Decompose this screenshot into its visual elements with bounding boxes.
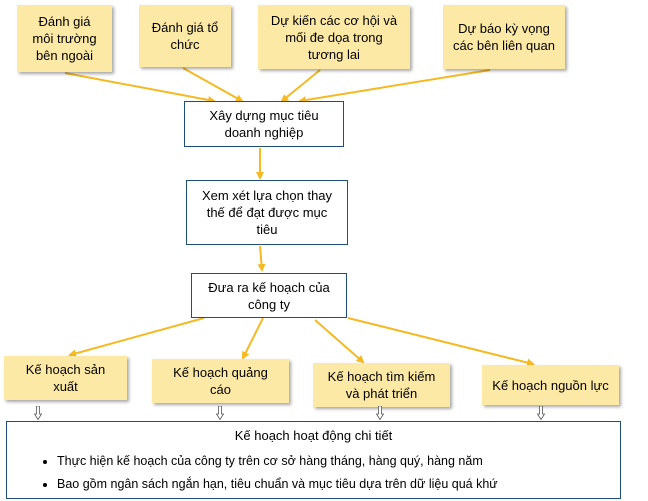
detailed-operating-plan-box: Kế hoạch hoạt động chi tiết Thực hiện kế…: [6, 421, 621, 499]
opportunities-threats-box: Dự kiến các cơ hội và mối đe dọa trong t…: [258, 5, 410, 69]
organization-assessment-box: Đánh giá tổ chức: [139, 5, 231, 67]
detail-bullet-item: Thực hiện kế hoạch của công ty trên cơ s…: [57, 453, 498, 470]
external-assessment-label: Đánh giá môi trường bên ngoài: [32, 14, 97, 63]
arrow-external-to-goals: [64, 72, 216, 104]
external-assessment-box: Đánh giá môi trường bên ngoài: [17, 5, 112, 72]
company-plan-label: Đưa ra kế hoạch của công ty: [208, 279, 330, 312]
arrow-stakeholders-to-goals: [298, 69, 491, 104]
research-plan-label: Kế hoạch tìm kiếm và phát triển: [327, 369, 436, 401]
opportunities-threats-label: Dự kiến các cơ hội và mối đe dọa trong t…: [270, 12, 398, 62]
alternatives-box: Xem xét lựa chọn thay thế để đạt được mụ…: [186, 180, 348, 245]
arrow-plan-to-advertising: [242, 317, 264, 360]
arrow-alternatives-to-plan: [257, 245, 266, 272]
company-plan-box: Đưa ra kế hoạch của công ty: [191, 273, 347, 318]
production-plan-box: Kế hoạch sản xuất: [4, 356, 127, 400]
alternatives-label: Xem xét lựa chọn thay thế để đạt được mụ…: [201, 188, 333, 237]
detail-bullet-list: Thực hiện kế hoạch của công ty trên cơ s…: [7, 453, 498, 499]
research-plan-box: Kế hoạch tìm kiếm và phát triển: [313, 363, 450, 407]
advertising-plan-box: Kế hoạch quảng cáo: [152, 359, 289, 403]
down-arrow-icon: [376, 406, 384, 420]
detail-bullet-item: Bao gồm ngân sách ngắn hạn, tiêu chuẩn v…: [57, 476, 498, 493]
production-plan-label: Kế hoạch sản xuất: [25, 362, 106, 394]
down-arrow-icon: [216, 406, 224, 420]
arrow-org-to-goals: [182, 67, 244, 102]
goals-box: Xây dựng mục tiêu doanh nghiệp: [184, 101, 344, 147]
detailed-operating-plan-title: Kế hoạch hoạt động chi tiết: [234, 428, 393, 443]
arrow-plan-to-research: [314, 319, 365, 364]
arrow-forecast-to-goals: [280, 69, 321, 103]
down-arrow-icon: [34, 406, 42, 420]
organization-assessment-label: Đánh giá tổ chức: [151, 20, 219, 52]
stakeholder-expectations-label: Dự báo kỳ vọng các bên liên quan: [453, 21, 555, 53]
resource-plan-label: Kế hoạch nguồn lực: [492, 377, 609, 393]
arrow-plan-to-resources: [347, 317, 535, 367]
goals-label: Xây dựng mục tiêu doanh nghiệp: [209, 108, 319, 140]
arrow-plan-to-production: [68, 317, 205, 358]
down-arrow-icon: [537, 406, 545, 420]
advertising-plan-label: Kế hoạch quảng cáo: [173, 365, 268, 397]
resource-plan-box: Kế hoạch nguồn lực: [482, 365, 619, 405]
stakeholder-expectations-box: Dự báo kỳ vọng các bên liên quan: [443, 5, 565, 69]
